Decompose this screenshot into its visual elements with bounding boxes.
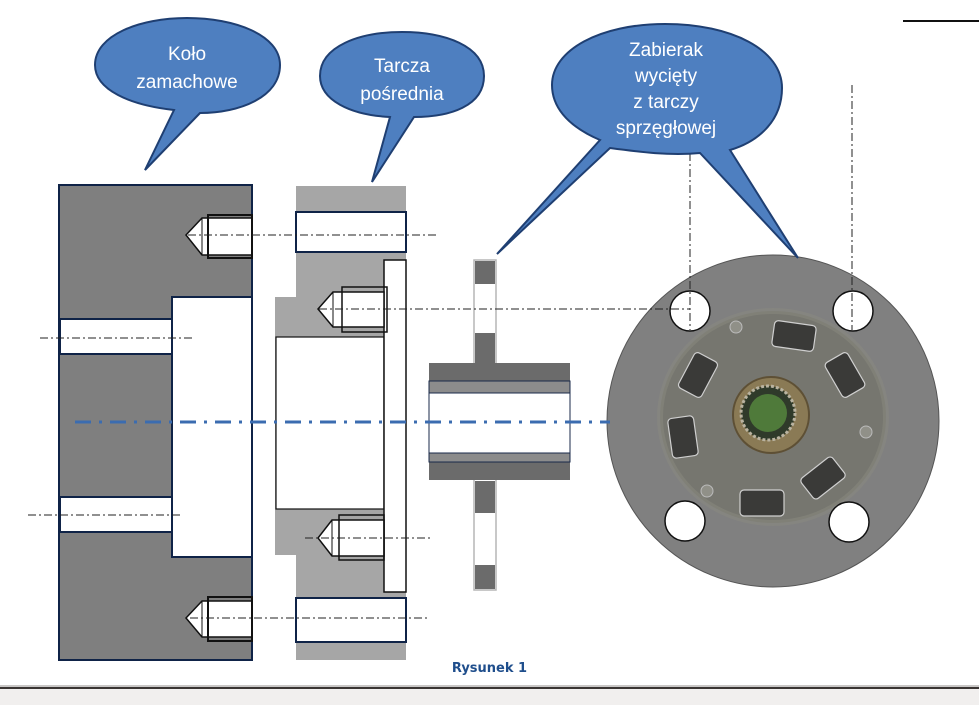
callout-flywheel-line-1: Koło [168,44,206,65]
flywheel-threaded-hole-top [185,214,253,259]
callout-intermediate-disc: Tarcza pośrednia [318,30,486,183]
callout-driver-line-3: z tarczy [633,92,699,113]
callout-disc-line-1: Tarcza [374,56,430,77]
bottom-bar [0,687,979,705]
center-lines [28,85,853,619]
bolt-hole [664,500,706,542]
callout-flywheel-line-2: zamachowe [136,72,237,93]
callout-driver-line-1: Zabierak [629,40,703,61]
bolt-hole [669,290,711,332]
coupling-diagram: Koło zamachowe Tarcza pośrednia Zabierak… [28,16,940,661]
driver-plate-view [606,254,940,588]
bolt-hole [828,501,870,543]
intermediate-disc-section [275,186,407,660]
damper-springs [667,320,866,517]
callout-flywheel: Koło zamachowe [93,16,282,171]
callout-disc-line-2: pośrednia [360,84,444,105]
callout-driver-line-4: sprzęgłowej [616,118,716,139]
driver-section [428,259,571,591]
top-right-rule [903,20,979,22]
disc-threaded-hole-bottom [317,514,385,561]
callout-driver-line-2: wycięty [634,66,698,87]
callout-driver: Zabierak wycięty z tarczy sprzęgłowej [496,22,799,259]
bolt-hole [832,290,874,332]
figure-caption: Rysunek 1 [451,661,528,676]
flywheel-threaded-hole-bottom [184,596,253,642]
